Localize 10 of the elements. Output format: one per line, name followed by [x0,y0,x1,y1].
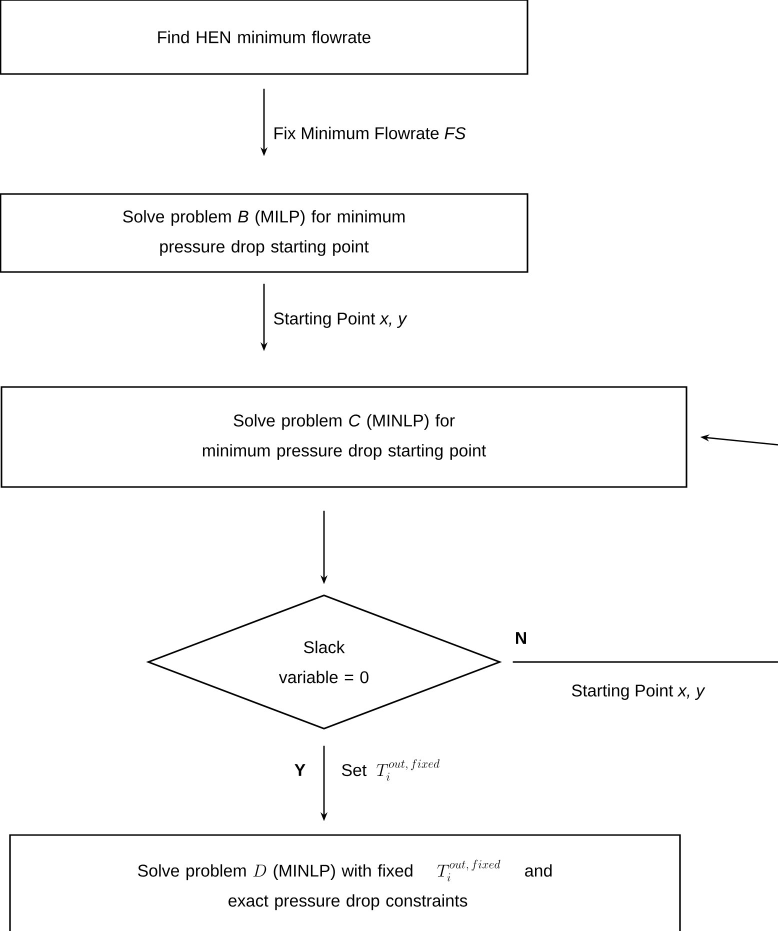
edge-label: Starting Point x, y [272,311,408,329]
process-box: $\text{Solve problem }D\text{ (MINLP) with fixed }\;T_i^{out,\,fixed}\;\text{ and}\allowbreak\text{ exact pressure drop constraints}$ [9,834,681,931]
process-box: Solve problem B (MILP) for minimum pressure drop starting point [0,193,528,273]
branch-label: Y [294,764,306,776]
edge-label: Starting Point x, y [570,683,706,701]
branch-label: N [516,632,526,644]
process-box: Find HEN minimum flowrate [0,0,528,75]
edge-label: $\text{Set }\;T_i^{out,\,fixed}$ [340,758,442,782]
process-box: Solve problem C (MINLP) for minimum pressure drop starting point [0,386,688,488]
edge-label: Fix Minimum Flowrate FS [272,126,467,140]
